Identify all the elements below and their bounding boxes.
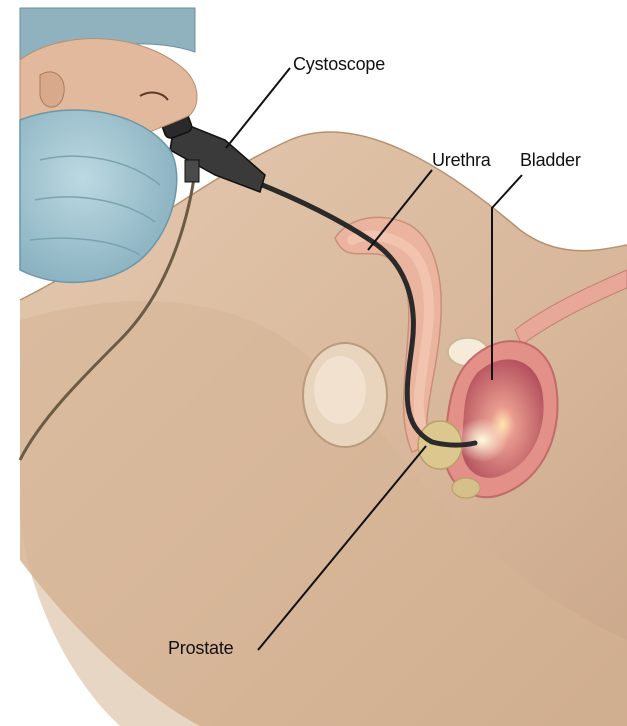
- seminal-vesicle: [452, 478, 480, 498]
- bladder-label: Bladder: [520, 150, 581, 171]
- scope-light: [456, 418, 508, 462]
- prostate-label: Prostate: [168, 638, 233, 659]
- cystoscope-label: Cystoscope: [293, 54, 385, 75]
- cystoscope-port: [185, 160, 199, 182]
- cystoscope-leader: [226, 68, 290, 148]
- surgeon-ear: [40, 72, 64, 107]
- urethra-label: Urethra: [432, 150, 491, 171]
